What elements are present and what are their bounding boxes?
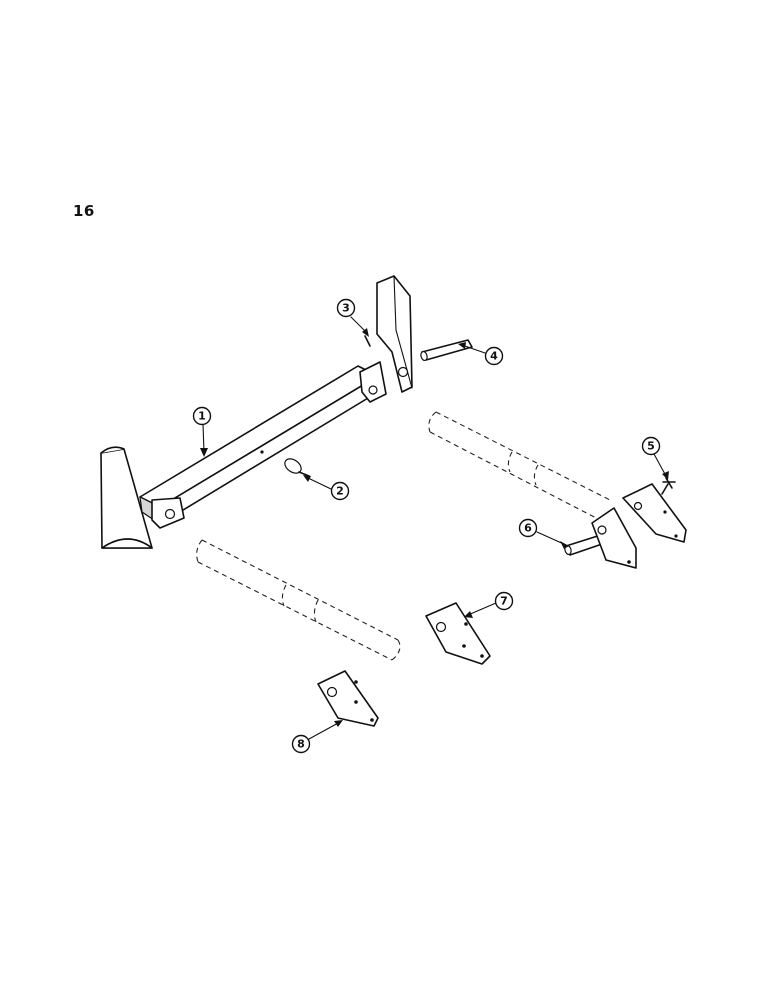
page-number: 16 [73,202,95,220]
clip-pin-3 [364,335,371,347]
callout-4: 4 [484,346,504,366]
callout-3: 3 [336,298,356,318]
callout-8-label: 8 [297,738,305,751]
callout-1: 1 [192,406,212,426]
callout-5: 5 [641,436,661,456]
callout-1-label: 1 [198,410,206,423]
phantom-arm-left [196,539,401,661]
callout-2: 2 [330,481,350,501]
callout-2-label: 2 [336,485,344,498]
callout-8: 8 [291,734,311,754]
callout-6: 6 [518,518,538,538]
leader-lines [200,316,669,740]
mount-plate-7 [425,602,491,665]
callout-7: 7 [494,591,514,611]
callout-6-label: 6 [524,522,532,535]
callout-7-label: 7 [500,595,508,608]
phantom-arm-right [428,411,611,521]
lynch-pin-5 [661,477,676,495]
eye-bolt [284,458,310,477]
callout-3-label: 3 [342,302,350,315]
mount-plate-8 [317,670,379,727]
mount-plate-5 [622,483,687,543]
callout-5-label: 5 [647,440,655,453]
mount-plate-6 [591,507,637,569]
cross-frame [100,275,413,549]
callout-4-label: 4 [490,350,498,363]
